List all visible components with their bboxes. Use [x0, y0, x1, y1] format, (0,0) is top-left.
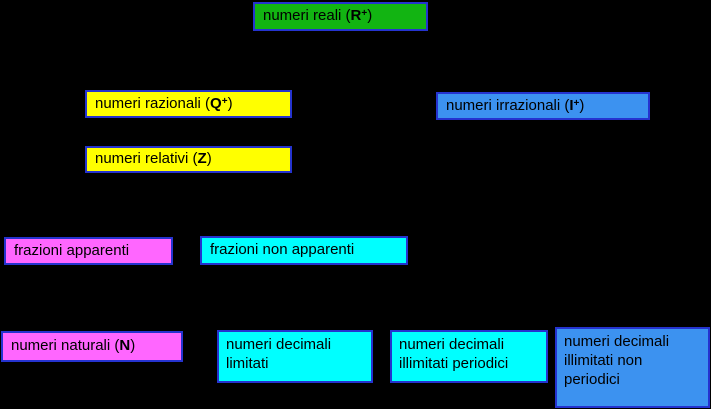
node-label: frazioni apparenti: [14, 241, 130, 259]
node-numeri-irrazionali: numeri irrazionali (I+): [436, 92, 650, 120]
node-numeri-decimali-limitati: numeri decimali limitati: [217, 330, 373, 383]
node-numeri-naturali: numeri naturali (N): [1, 331, 183, 362]
node-label: numeri decimali illimitati periodici: [399, 336, 509, 372]
node-label: numeri reali (R+): [263, 7, 373, 25]
node-numeri-decimali-illimitati-non-periodici: numeri decimali illimitati non periodici: [555, 327, 710, 408]
node-label: numeri irrazionali (I+): [446, 96, 585, 114]
node-label: numeri decimali limitati: [226, 336, 332, 372]
node-label: numeri relativi (Z): [95, 150, 212, 168]
node-numeri-reali: numeri reali (R+): [253, 2, 428, 31]
node-label: numeri decimali illimitati non periodici: [564, 333, 670, 388]
node-label: numeri razionali (Q+): [95, 94, 233, 112]
node-frazioni-apparenti: frazioni apparenti: [4, 237, 173, 265]
node-numeri-relativi: numeri relativi (Z): [85, 146, 292, 173]
node-numeri-decimali-illimitati-periodici: numeri decimali illimitati periodici: [390, 330, 548, 383]
node-label: numeri naturali (N): [11, 337, 136, 355]
node-label: frazioni non apparenti: [210, 241, 355, 259]
node-frazioni-non-apparenti: frazioni non apparenti: [200, 236, 408, 265]
node-numeri-razionali: numeri razionali (Q+): [85, 90, 292, 118]
